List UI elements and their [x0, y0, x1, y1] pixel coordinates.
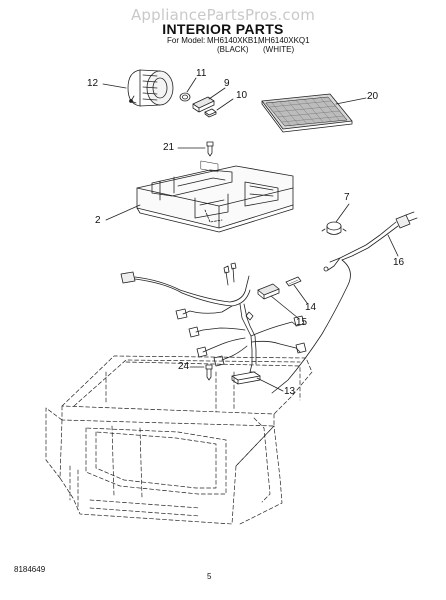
leader-line-9	[208, 87, 226, 100]
page-number: 5	[207, 572, 212, 581]
callout-14: 14	[305, 302, 317, 313]
wire-harness-part	[120, 262, 307, 373]
leader-line-15	[270, 295, 299, 319]
callout-7: 7	[344, 192, 350, 203]
fuse-part	[285, 276, 302, 287]
leader-line-12	[102, 83, 127, 89]
callout-24: 24	[178, 361, 190, 372]
microwave-cavity-outline	[45, 355, 313, 525]
callout-11: 11	[196, 68, 207, 79]
leader-line-2	[105, 204, 141, 221]
callout-16: 16	[393, 257, 405, 268]
leader-line-13	[256, 377, 284, 392]
connector-block-part	[231, 371, 261, 385]
fuse-holder-part	[257, 283, 280, 300]
switch-part	[192, 96, 215, 113]
page-title: INTERIOR PARTS	[162, 21, 284, 37]
thermostat-part	[321, 221, 347, 235]
callout-9: 9	[224, 78, 230, 89]
model-number-1: MH6140XKB1,	[207, 36, 260, 45]
leader-line-20	[335, 97, 367, 105]
leader-line-11	[186, 77, 197, 93]
leader-line-10	[216, 98, 234, 111]
clip-part	[204, 108, 217, 118]
model-finish-1: (BLACK)	[217, 45, 249, 54]
screw-24-part	[205, 364, 213, 381]
grease-filter-part	[261, 93, 353, 133]
screw-21-part	[206, 141, 214, 157]
model-label: For Model:	[167, 36, 206, 45]
model-number-2: MH6140XKQ1	[258, 36, 310, 45]
ring-part	[179, 92, 191, 102]
callout-10: 10	[236, 90, 248, 101]
watermark: AppliancePartsPros.com	[130, 6, 316, 24]
callout-2: 2	[95, 215, 101, 226]
leader-line-14	[293, 284, 308, 304]
leader-line-7	[335, 203, 350, 223]
model-finish-2: (WHITE)	[263, 45, 295, 54]
leader-line-16	[387, 234, 399, 257]
callout-12: 12	[87, 78, 99, 89]
callout-21: 21	[163, 142, 175, 153]
document-number: 8184649	[14, 565, 46, 574]
callout-13: 13	[284, 386, 296, 397]
callout-20: 20	[367, 91, 379, 102]
callout-15: 15	[296, 317, 308, 328]
air-duct-base-part	[136, 160, 294, 233]
blower-fan-part	[127, 69, 174, 107]
power-cord-part	[271, 211, 418, 394]
